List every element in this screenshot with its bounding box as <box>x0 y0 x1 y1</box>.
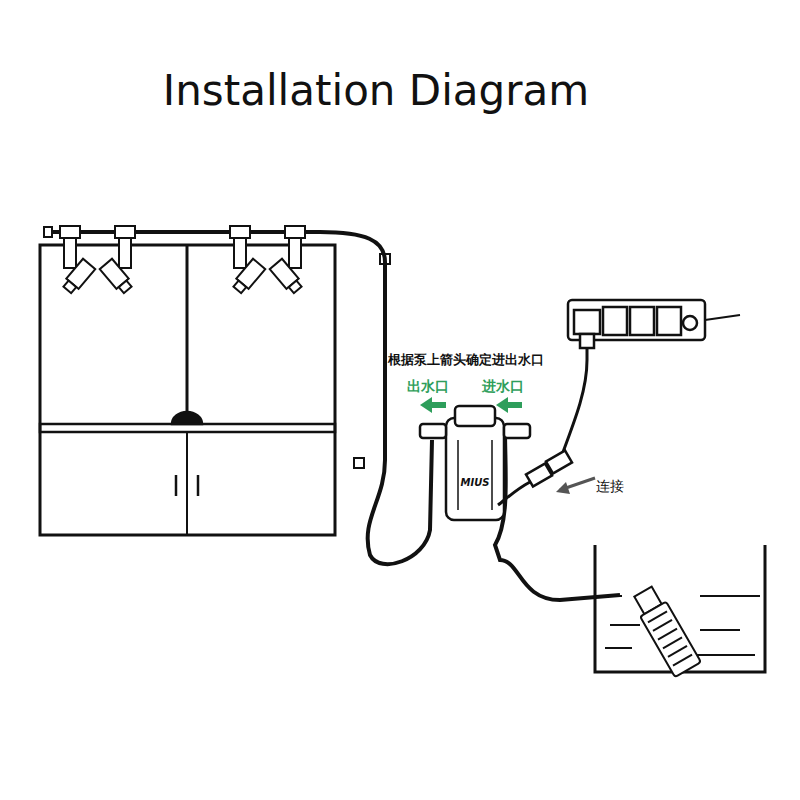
outlet-label: 出水口 <box>407 378 449 396</box>
inlet-label: 进水口 <box>482 378 524 396</box>
instruction-note: 根据泵上箭头确定进出水口 <box>388 351 544 369</box>
connect-note: 连接 <box>596 478 624 496</box>
pump-brand: MIUS <box>460 477 491 488</box>
diagram-title: Installation Diagram <box>163 66 589 115</box>
